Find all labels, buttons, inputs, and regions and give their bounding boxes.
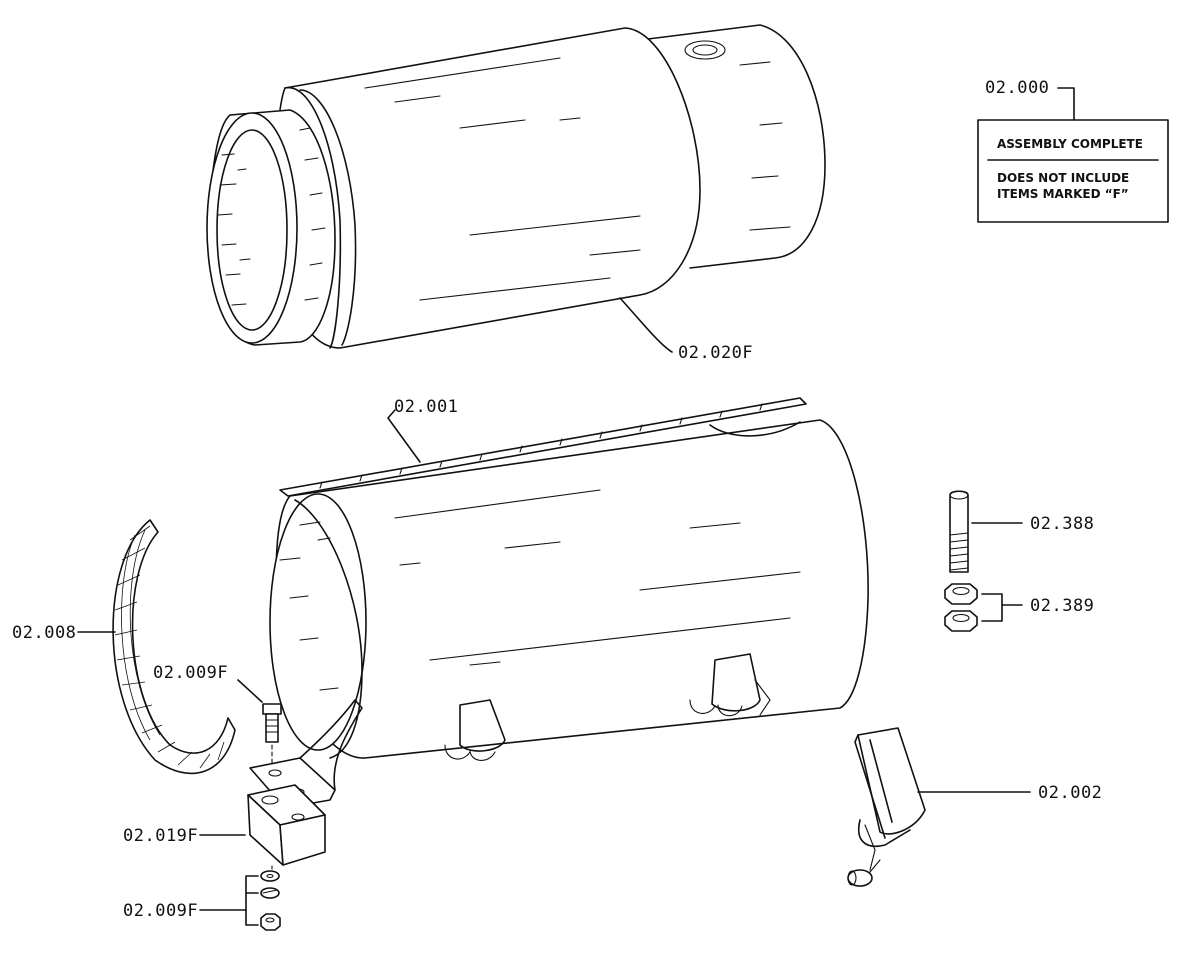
callout-02-019F: 02.019F <box>123 826 198 846</box>
clamp-02-002 <box>847 727 1031 887</box>
callout-02-002: 02.002 <box>1038 783 1102 803</box>
nuts-02-389 <box>944 583 1023 632</box>
fasteners-02-009F-lower <box>199 870 281 931</box>
block-02-019F <box>199 784 326 876</box>
callout-02-001: 02.001 <box>394 397 458 417</box>
stud-02-388 <box>949 490 1023 573</box>
bolt-02-009F-upper <box>237 679 282 771</box>
callout-02-389: 02.389 <box>1030 596 1094 616</box>
lower-shell-02-001 <box>269 397 869 761</box>
upper-cylinder-02-020F <box>206 24 826 353</box>
assembly-note-line1: ASSEMBLY COMPLETE <box>997 137 1143 151</box>
callout-02-388: 02.388 <box>1030 514 1094 534</box>
band-02-008 <box>77 519 236 775</box>
callout-02-000: 02.000 <box>985 78 1049 98</box>
callout-02-008: 02.008 <box>12 623 76 643</box>
callout-02-020F: 02.020F <box>678 343 753 363</box>
tube-hole <box>684 40 726 60</box>
callout-02-009F-lower: 02.009F <box>123 901 198 921</box>
assembly-note: 02.000 ASSEMBLY COMPLETE DOES NOT INCLUD… <box>977 78 1169 223</box>
assembly-note-box <box>977 119 1169 223</box>
callout-02-009F-upper: 02.009F <box>153 663 228 683</box>
assembly-note-line2: DOES NOT INCLUDE <box>997 171 1129 185</box>
assembly-note-line3: ITEMS MARKED “F” <box>997 187 1129 201</box>
